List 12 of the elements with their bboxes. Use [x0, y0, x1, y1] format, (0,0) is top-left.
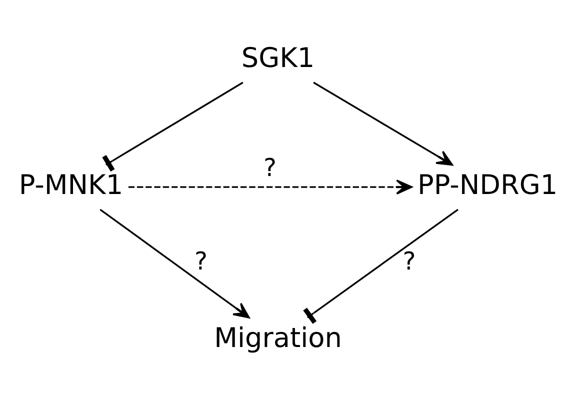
node-text: PP-NDRG1	[417, 170, 558, 201]
arrow	[128, 180, 412, 195]
edge-label: ?	[194, 246, 208, 276]
connector	[102, 82, 244, 172]
node-text: SGK1	[241, 43, 315, 74]
arrow	[100, 208, 250, 318]
edge-label: ?	[402, 246, 416, 276]
node-text: Migration	[214, 322, 342, 354]
arrow	[313, 82, 454, 166]
edge-label: ?	[263, 152, 277, 182]
connector	[303, 208, 458, 324]
node-text: P-MNK1	[18, 170, 124, 201]
